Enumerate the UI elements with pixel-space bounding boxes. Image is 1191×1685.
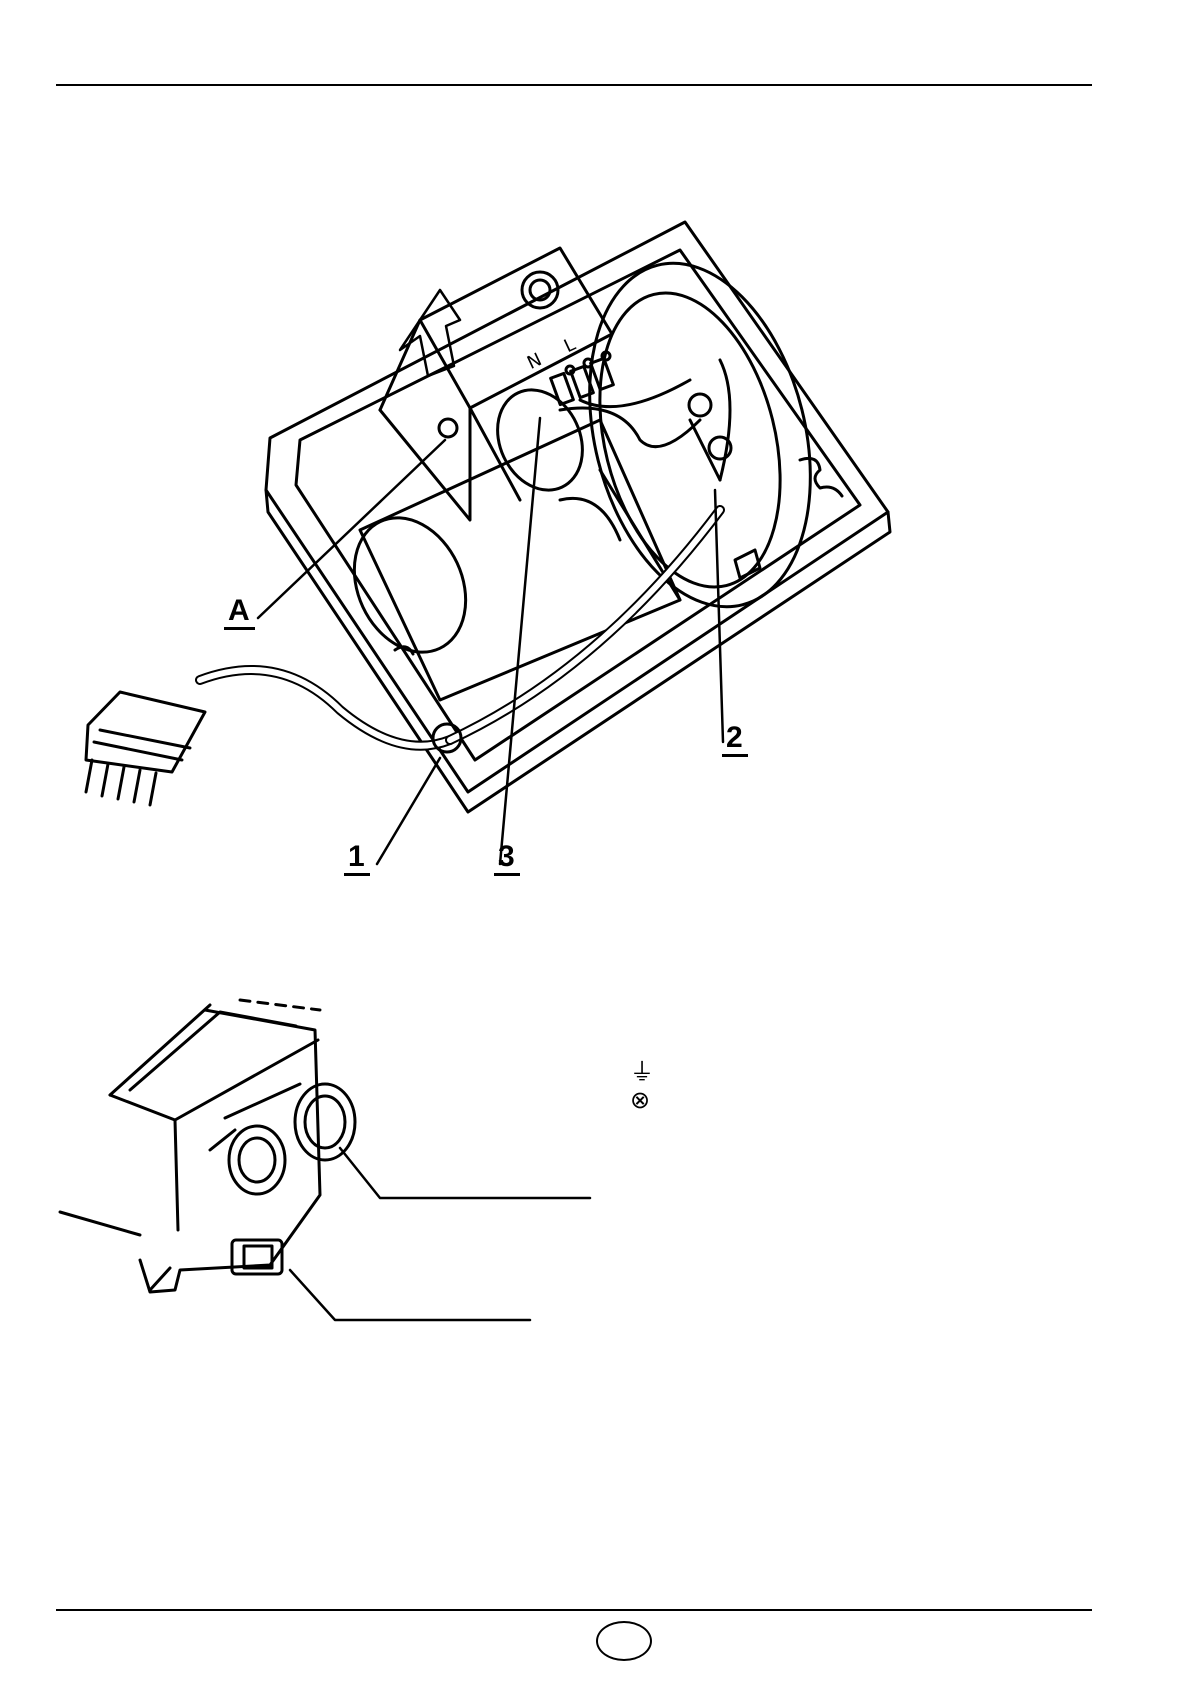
callout-2-label: 2 — [722, 723, 748, 757]
callout-a: A — [224, 596, 255, 630]
callout-3: 3 — [494, 842, 520, 876]
cable-and-plug — [86, 510, 720, 805]
callout-a-label: A — [224, 596, 255, 630]
connector-sockets — [210, 1084, 355, 1274]
callout-1: 1 — [344, 842, 370, 876]
callout-2: 2 — [722, 723, 748, 757]
callout-1-label: 1 — [344, 842, 370, 876]
ground-symbol-icon: ⏚ — [630, 1060, 654, 1084]
callout-3-label: 3 — [494, 842, 520, 876]
connector-leaders — [290, 1148, 590, 1320]
page-number-badge — [596, 1621, 652, 1661]
lamp-symbol-icon: ⊗ — [630, 1088, 650, 1112]
